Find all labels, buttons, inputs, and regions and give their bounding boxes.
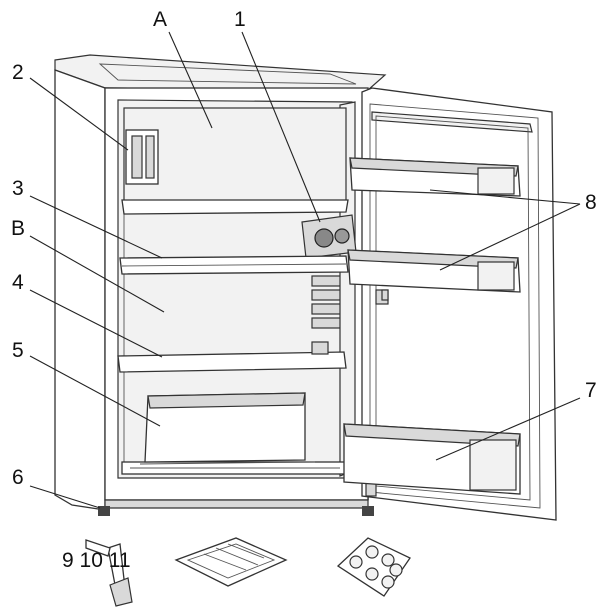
label-5: 5 <box>12 339 24 362</box>
ice-cube-tray <box>174 537 288 587</box>
adjustable-foot <box>98 506 110 516</box>
label-3: 3 <box>12 177 24 200</box>
door-shelf-middle <box>347 249 521 293</box>
door-shelf-upper <box>349 157 521 197</box>
adjustable-foot-right <box>362 506 374 516</box>
label-4: 4 <box>12 271 24 294</box>
rear-vents <box>311 275 343 329</box>
glass-shelf-upper <box>119 255 349 275</box>
ice-scraper <box>85 539 133 607</box>
glass-shelf-lower <box>117 341 347 373</box>
leader-lines <box>29 31 581 509</box>
label-2: 2 <box>12 61 24 84</box>
thermostat-housing <box>301 214 357 259</box>
label-6: 6 <box>12 466 24 489</box>
crisper-drawer <box>139 392 316 465</box>
ice-compartment <box>121 107 349 215</box>
label-B: B <box>11 217 26 240</box>
label-7: 7 <box>585 379 597 402</box>
egg-tray <box>336 537 411 597</box>
label-1: 1 <box>234 8 246 31</box>
label-accessories: 9 10 11 <box>62 549 131 572</box>
label-8: 8 <box>585 191 597 214</box>
door-bottle-shelf <box>343 423 521 495</box>
label-A: A <box>153 8 168 31</box>
